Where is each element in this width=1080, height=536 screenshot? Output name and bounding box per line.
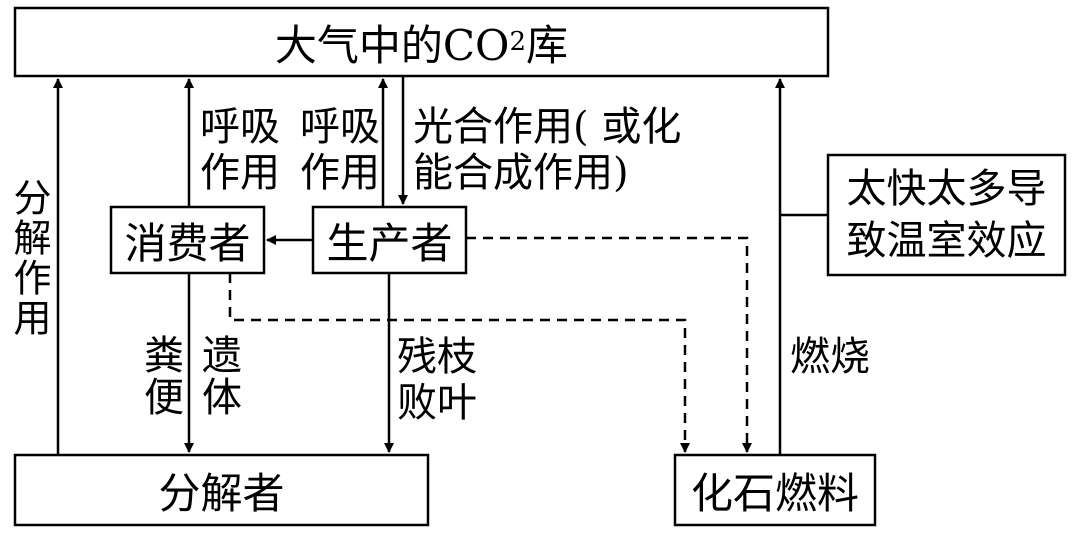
litter-label-line2: 败叶 xyxy=(397,380,477,426)
consumer-label: 消费者 xyxy=(124,218,251,268)
producer-to-fossil-dashed-arrow xyxy=(466,236,752,453)
producer-respiration-label-line2: 作用 xyxy=(300,150,380,196)
greenhouse-label-line2: 致温室效应 xyxy=(846,218,1047,264)
photosynthesis-label-line1: 光合作用( 或化 xyxy=(413,104,682,150)
consumer-box xyxy=(109,205,266,275)
producer-respiration-label-line1: 呼吸 xyxy=(300,104,380,150)
fossil-fuel-label: 化石燃料 xyxy=(690,468,859,518)
atmosphere-label-prefix: 大气中的CO xyxy=(274,20,510,70)
remains-label: 遗体 xyxy=(195,334,241,418)
decomposer-box xyxy=(13,453,430,527)
fossil-fuel-box xyxy=(673,453,877,527)
atmosphere-label-subscript: 2 xyxy=(509,27,527,57)
combustion-label: 燃烧 xyxy=(790,334,870,380)
atmosphere-label-suffix: 库 xyxy=(526,20,569,70)
feces-label: 粪便 xyxy=(137,334,183,418)
photosynthesis-label-line2: 能合成作用) xyxy=(413,150,629,196)
decomposition-label: 分解作用 xyxy=(7,178,51,338)
greenhouse-label-line1: 太快太多导 xyxy=(846,166,1047,212)
greenhouse-label: 太快太多导 致温室效应 xyxy=(828,155,1065,275)
consumer-to-fossil-dashed-arrow xyxy=(228,273,690,453)
decomposer-label: 分解者 xyxy=(158,468,285,518)
consumer-respiration-label-line2: 作用 xyxy=(200,150,280,196)
consumer-respiration-label-line1: 呼吸 xyxy=(200,104,280,150)
litter-label-line1: 残枝 xyxy=(397,334,477,380)
atmosphere-box xyxy=(13,6,830,78)
producer-label: 生产者 xyxy=(326,218,453,268)
